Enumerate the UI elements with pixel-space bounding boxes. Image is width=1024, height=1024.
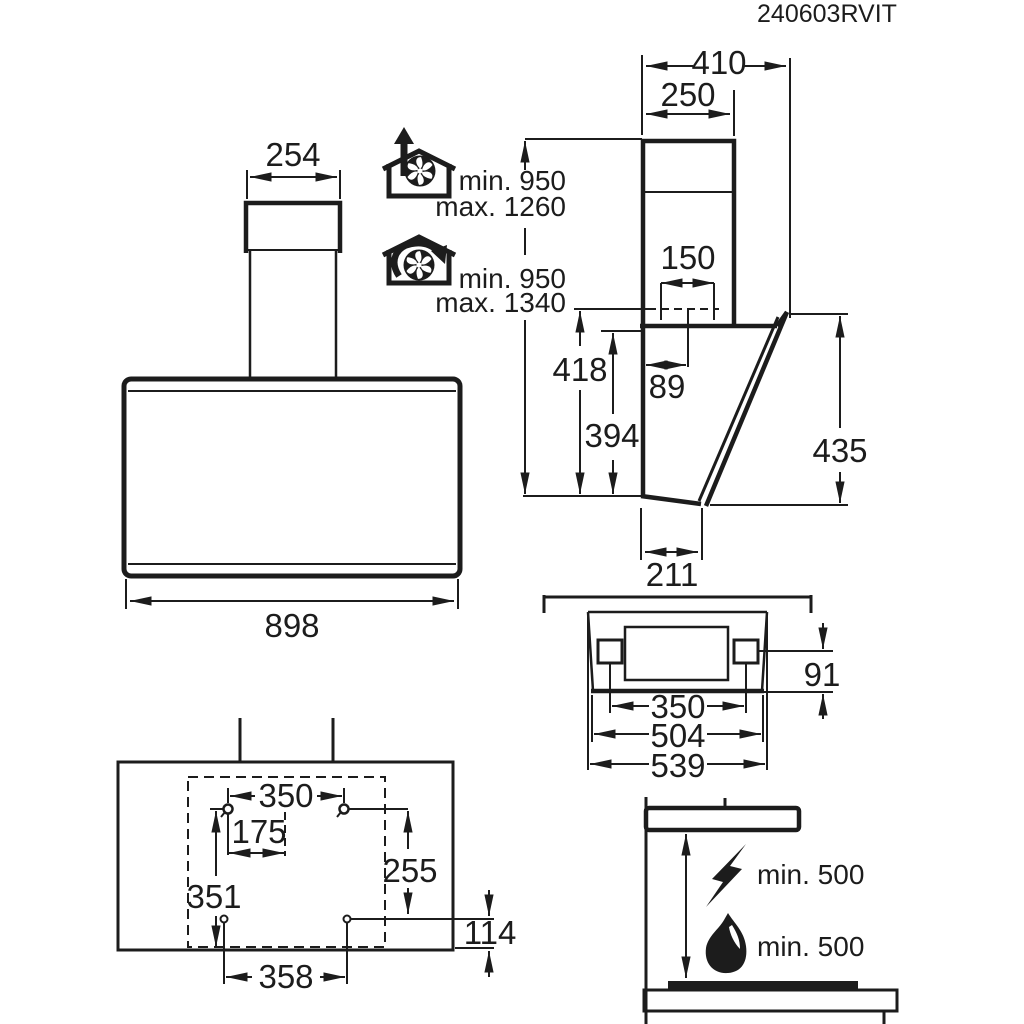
mounting-template-view: 350 175 351 255 114 358: [116, 718, 517, 995]
exhaust-min-height: min. 950: [459, 165, 566, 196]
dim-chimney-width: 254: [265, 136, 320, 173]
dim-duct-width: 150: [660, 239, 715, 276]
side-view: 410 250 150 418 394 89: [520, 44, 868, 593]
exhaust-mode-icon: [381, 127, 457, 199]
dim-duct-offset: 89: [649, 368, 686, 405]
dim-top-body-width: 504: [650, 717, 705, 754]
gas-hob-clearance: min. 500: [757, 931, 864, 962]
hob-surface: [668, 981, 858, 990]
flame-icon: [705, 913, 747, 974]
dim-center-offset: 175: [231, 813, 286, 850]
recirculation-max-height: max. 1340: [435, 287, 566, 318]
exhaust-max-height: max. 1260: [435, 191, 566, 222]
dim-top-overall-width: 539: [650, 747, 705, 784]
dim-overall-depth: 410: [691, 44, 746, 81]
dim-body-width: 898: [264, 607, 319, 644]
dim-bottom-depth: 211: [646, 556, 699, 593]
top-view: 91 350 504 539: [542, 595, 841, 784]
dim-bracket-spacing: 350: [650, 688, 705, 725]
recirculation-mode-icon: [381, 234, 457, 286]
dim-height-with-duct: 418: [552, 351, 607, 388]
front-view: 254 898: [121, 136, 463, 644]
dim-right-hole-drop: 255: [382, 852, 437, 889]
clearance-view: min. 500 min. 500: [642, 797, 899, 1024]
dim-left-hole-drop: 351: [186, 878, 241, 915]
lightning-icon: [706, 844, 746, 907]
dim-top-depth: 91: [804, 656, 841, 693]
dim-upper-hole-spacing: 350: [258, 777, 313, 814]
dim-front-panel-height: 435: [812, 432, 867, 469]
dim-body-height: 394: [584, 417, 639, 454]
dim-lower-hole-spacing: 358: [258, 958, 313, 995]
dim-bottom-offset: 114: [464, 914, 517, 951]
model-code: 240603RVIT: [757, 0, 897, 28]
recirculation-min-height: min. 950: [459, 263, 566, 294]
dim-chimney-depth: 250: [660, 76, 715, 113]
electric-hob-clearance: min. 500: [757, 859, 864, 890]
